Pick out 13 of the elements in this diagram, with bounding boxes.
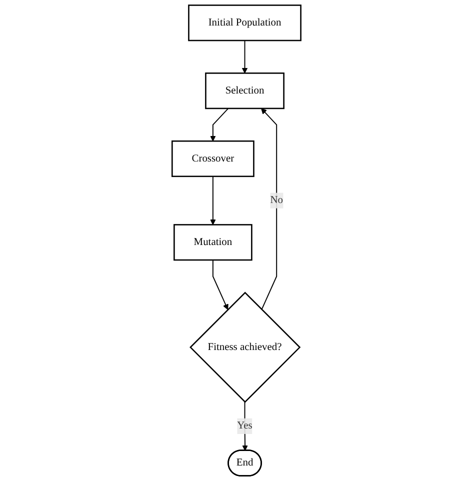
node-box: Initial Population (188, 4, 301, 42)
node-box: Mutation (173, 224, 252, 261)
arrow (242, 401, 248, 451)
node-box: Selection (204, 72, 284, 110)
arrow (260, 108, 277, 310)
arrow (212, 260, 228, 310)
arrow (210, 108, 228, 142)
arrow (241, 40, 248, 74)
edge-label: No (270, 194, 283, 206)
node-diamond: Fitness achieved? (189, 292, 300, 403)
node-box: Crossover (171, 140, 254, 178)
edge-label: Yes (236, 420, 252, 432)
arrow (210, 176, 216, 225)
